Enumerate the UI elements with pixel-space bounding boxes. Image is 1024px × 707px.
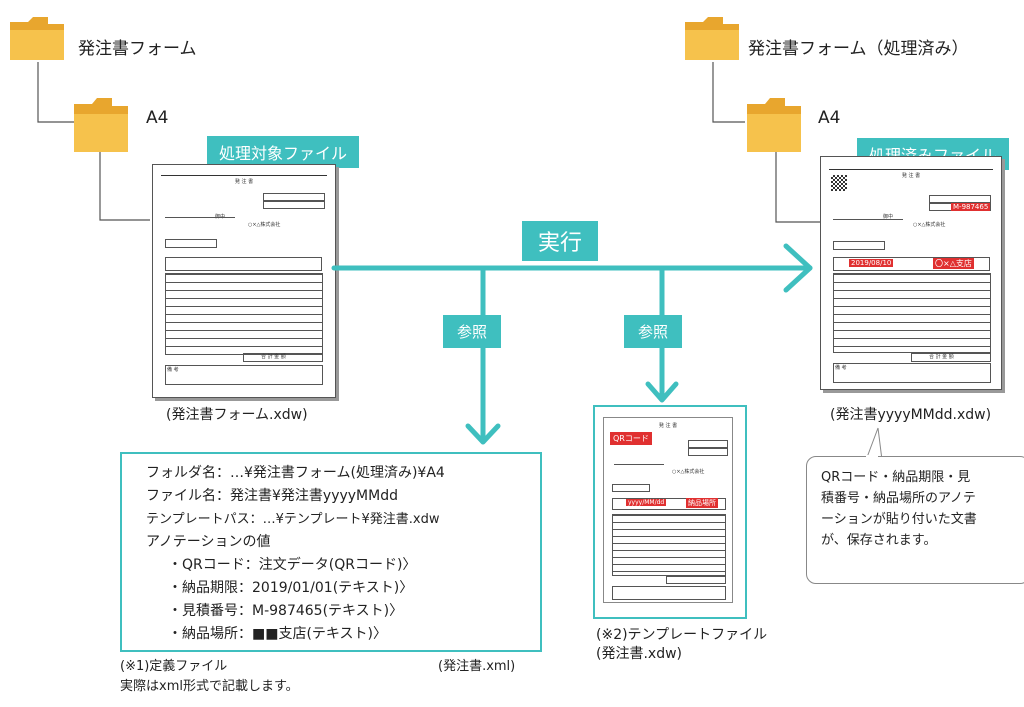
definition-annotation-title: アノテーションの値 (146, 534, 271, 550)
folder-icon (10, 17, 64, 60)
callout-line: 積番号・納品場所のアノテ (821, 491, 976, 506)
processed-document: 発 注 書 M-987465 御中 ○×△株式会社 2019/08/10 〇×△… (820, 156, 1002, 390)
definition-folder-name: フォルダ名：…¥発注書フォーム(処理済み)¥A4 (146, 465, 445, 481)
definition-caption-2: 実際はxml形式で記載します。 (120, 679, 299, 694)
execute-label: 実行 (522, 221, 599, 261)
definition-caption-1: (※1)定義ファイル (120, 659, 228, 674)
template-caption-1: (※2)テンプレートファイル (596, 627, 768, 643)
definition-template-path: テンプレートパス：…¥テンプレート¥発注書.xdw (146, 512, 440, 527)
callout-line: が、保存されます。 (821, 533, 937, 548)
callout-pointer (865, 427, 883, 460)
qr-code-tag: QRコード (610, 432, 652, 445)
definition-item: ・納品場所：■■支店(テキスト)〉 (168, 626, 387, 642)
callout-line: ーションが貼り付いた文書 (821, 512, 977, 527)
doc-total: 合 計 金 額 (261, 354, 286, 360)
definition-caption-xml: (発注書.xml) (438, 659, 516, 674)
doc-company: ○×△株式会社 (248, 222, 281, 228)
definition-item: ・納品期限：2019/01/01(テキスト)〉 (168, 580, 414, 596)
template-document: 発 注 書 QRコード ○×△株式会社 yyyy/MM/dd 納品場所 (603, 417, 733, 603)
callout-line: QRコード・納品期限・見 (821, 470, 971, 485)
folder-icon (747, 98, 801, 152)
date-template-tag: yyyy/MM/dd (626, 499, 667, 506)
definition-item: ・見積番号：M-987465(テキスト)〉 (168, 603, 404, 619)
definition-file-name: ファイル名：発注書¥発注書yyyyMMdd (146, 488, 398, 504)
delivery-place-tag: 〇×△支店 (933, 258, 974, 269)
reference-label-1: 参照 (443, 315, 502, 348)
right-doc-caption: (発注書yyyyMMdd.xdw) (830, 407, 992, 423)
folder-label-left-sub: A4 (146, 108, 169, 128)
folder-icon (74, 98, 128, 152)
delivery-date-tag: 2019/08/10 (849, 259, 894, 267)
template-file-box: 発 注 書 QRコード ○×△株式会社 yyyy/MM/dd 納品場所 (593, 405, 747, 619)
result-callout: QRコード・納品期限・見 積番号・納品場所のアノテ ーションが貼り付いた文書 が… (806, 456, 1024, 584)
left-doc-caption: (発注書フォーム.xdw) (166, 407, 308, 423)
qr-code-icon (831, 175, 847, 191)
target-file-label: 処理対象ファイル (207, 136, 360, 168)
doc-notes: 備 考 (167, 367, 179, 373)
target-document: 発 注 書 御中 ○×△株式会社 合 計 金 額 備 考 (152, 164, 336, 398)
quote-number-tag: M-987465 (951, 203, 991, 211)
folder-label-right-root: 発注書フォーム（処理済み） (748, 39, 969, 59)
doc-title: 発 注 書 (234, 179, 254, 185)
definition-file-box: フォルダ名：…¥発注書フォーム(処理済み)¥A4 ファイル名：発注書¥発注書yy… (120, 452, 542, 652)
folder-icon (685, 17, 739, 60)
template-caption-2: (発注書.xdw) (596, 646, 682, 662)
folder-label-left-root: 発注書フォーム (78, 39, 197, 59)
reference-label-2: 参照 (624, 315, 683, 348)
folder-label-right-sub: A4 (818, 108, 841, 128)
definition-item: ・QRコード：注文データ(QRコード)〉 (168, 557, 417, 573)
place-template-tag: 納品場所 (686, 498, 718, 508)
